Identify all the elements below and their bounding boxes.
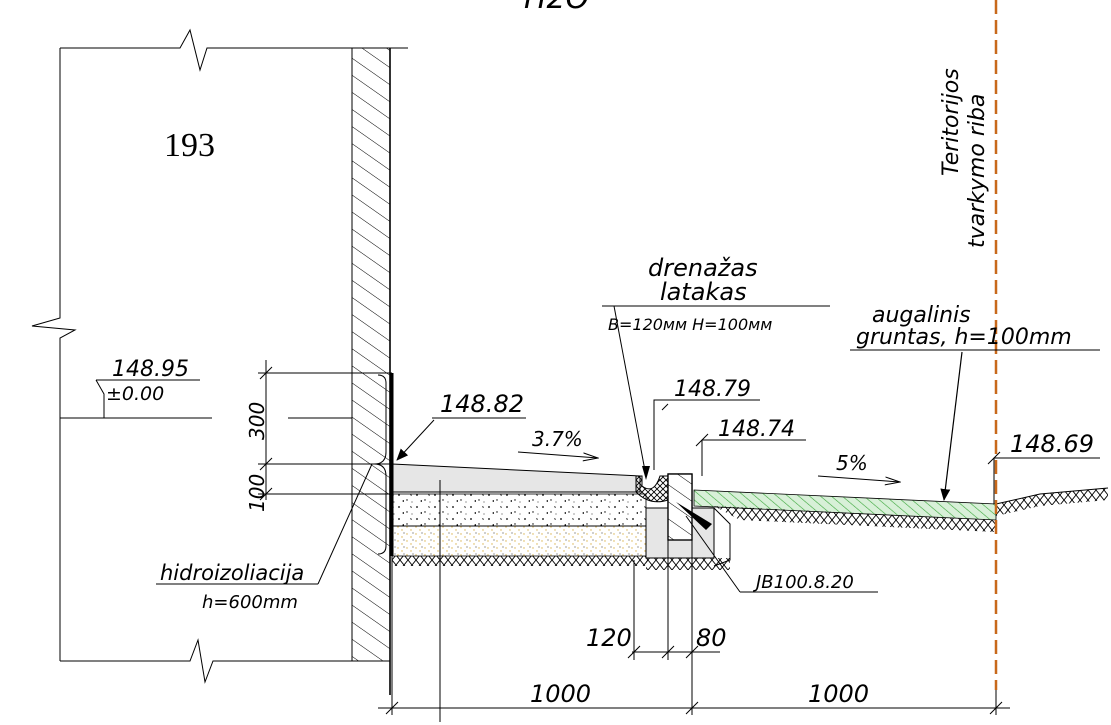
top-partial-label: H2O (524, 0, 589, 16)
topsoil-callout: augalinis gruntas, h=100mm (850, 303, 1100, 501)
lawn-strip (693, 487, 1109, 532)
boundary-label-2: tvarkymo riba (965, 94, 990, 248)
boundary-label-1: Teritorijos (939, 68, 964, 176)
svg-text:1000: 1000 (808, 680, 869, 708)
drain-callout: drenažas latakas B=120мм H=100мм (602, 254, 830, 480)
small-dimensions: 120 80 (586, 540, 727, 660)
level-148-74: 148.74 (695, 417, 806, 476)
drain-channel (635, 475, 669, 503)
svg-text:100: 100 (245, 474, 269, 512)
svg-text:gruntas, h=100mm: gruntas, h=100mm (856, 325, 1072, 350)
svg-text:±0.00: ±0.00 (106, 383, 164, 405)
svg-text:3.7%: 3.7% (532, 427, 583, 451)
svg-text:148.82: 148.82 (440, 390, 524, 418)
vertical-dimensions: 300 100 (245, 360, 392, 555)
svg-text:latakas: latakas (660, 278, 747, 306)
pavement-structure (390, 373, 648, 566)
svg-text:h=600mm: h=600mm (202, 592, 298, 613)
floor-level-marker: 148.95 ±0.00 (95, 357, 200, 418)
svg-text:148.95: 148.95 (112, 357, 189, 382)
slope-pavement: 3.7% (517, 427, 598, 458)
svg-text:B=120мм H=100мм: B=120мм H=100мм (608, 315, 772, 334)
svg-text:148.79: 148.79 (674, 377, 751, 402)
slope-lawn: 5% (817, 451, 900, 482)
building-number: 193 (164, 127, 215, 164)
svg-text:JB100.8.20: JB100.8.20 (753, 572, 854, 593)
svg-text:80: 80 (696, 624, 727, 652)
level-148-82: 148.82 (396, 390, 526, 461)
level-148-69: 148.69 (987, 430, 1100, 504)
svg-text:5%: 5% (836, 451, 868, 475)
svg-text:148.74: 148.74 (718, 417, 795, 442)
building-wall (31, 28, 408, 695)
svg-text:120: 120 (586, 624, 632, 652)
svg-text:300: 300 (245, 402, 269, 440)
large-dimensions: 1000 1000 (378, 480, 1010, 722)
svg-text:augalinis: augalinis (872, 303, 971, 328)
svg-text:1000: 1000 (530, 680, 591, 708)
curb-callout: JB100.8.20 (676, 502, 878, 593)
svg-text:148.69: 148.69 (1010, 430, 1094, 458)
svg-text:hidroizoliacija: hidroizoliacija (160, 561, 304, 585)
svg-text:drenažas: drenažas (648, 254, 758, 282)
level-148-79: 148.79 (653, 377, 760, 470)
waterproofing-callout: hidroizoliacija h=600mm (156, 463, 373, 613)
